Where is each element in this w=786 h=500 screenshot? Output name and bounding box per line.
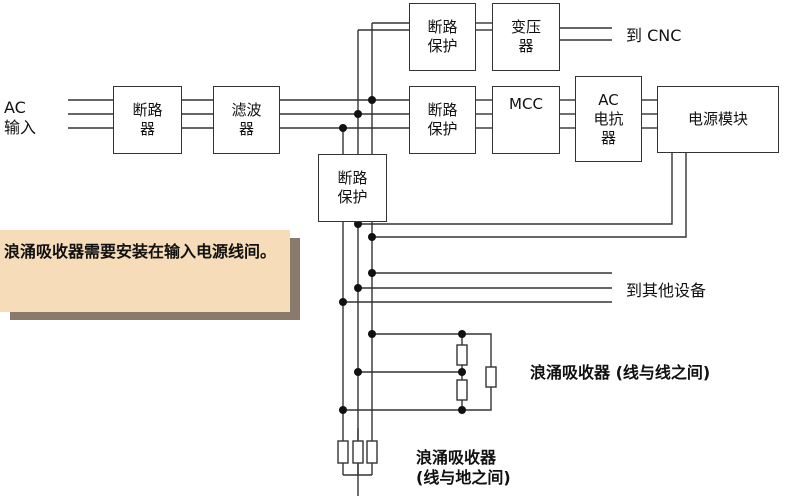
note-box xyxy=(0,230,290,312)
absorber-line-line-label: 浪涌吸收器 (线与线之间) xyxy=(530,363,711,382)
to-other-label: 到其他设备 xyxy=(626,281,707,300)
to-cnc-label: 到 CNC xyxy=(626,26,682,45)
mcc-breaker: 断路保护 xyxy=(409,86,476,154)
mcc: MCC xyxy=(492,86,560,154)
cnc-breaker: 断路保护 xyxy=(409,3,476,71)
note-text: 浪涌吸收器需要安装在输入电源线间。 xyxy=(4,242,277,261)
main-breaker: 断路器 xyxy=(113,86,182,154)
transformer: 变压器 xyxy=(492,3,560,71)
filter: 滤波器 xyxy=(213,86,280,154)
ac-input-label: AC 输入 xyxy=(4,98,37,137)
branch-breaker: 断路保护 xyxy=(318,154,387,222)
absorber-line-ground-label: 浪涌吸收器 (线与地之间) xyxy=(416,448,511,487)
power-module: 电源模块 xyxy=(657,86,779,153)
